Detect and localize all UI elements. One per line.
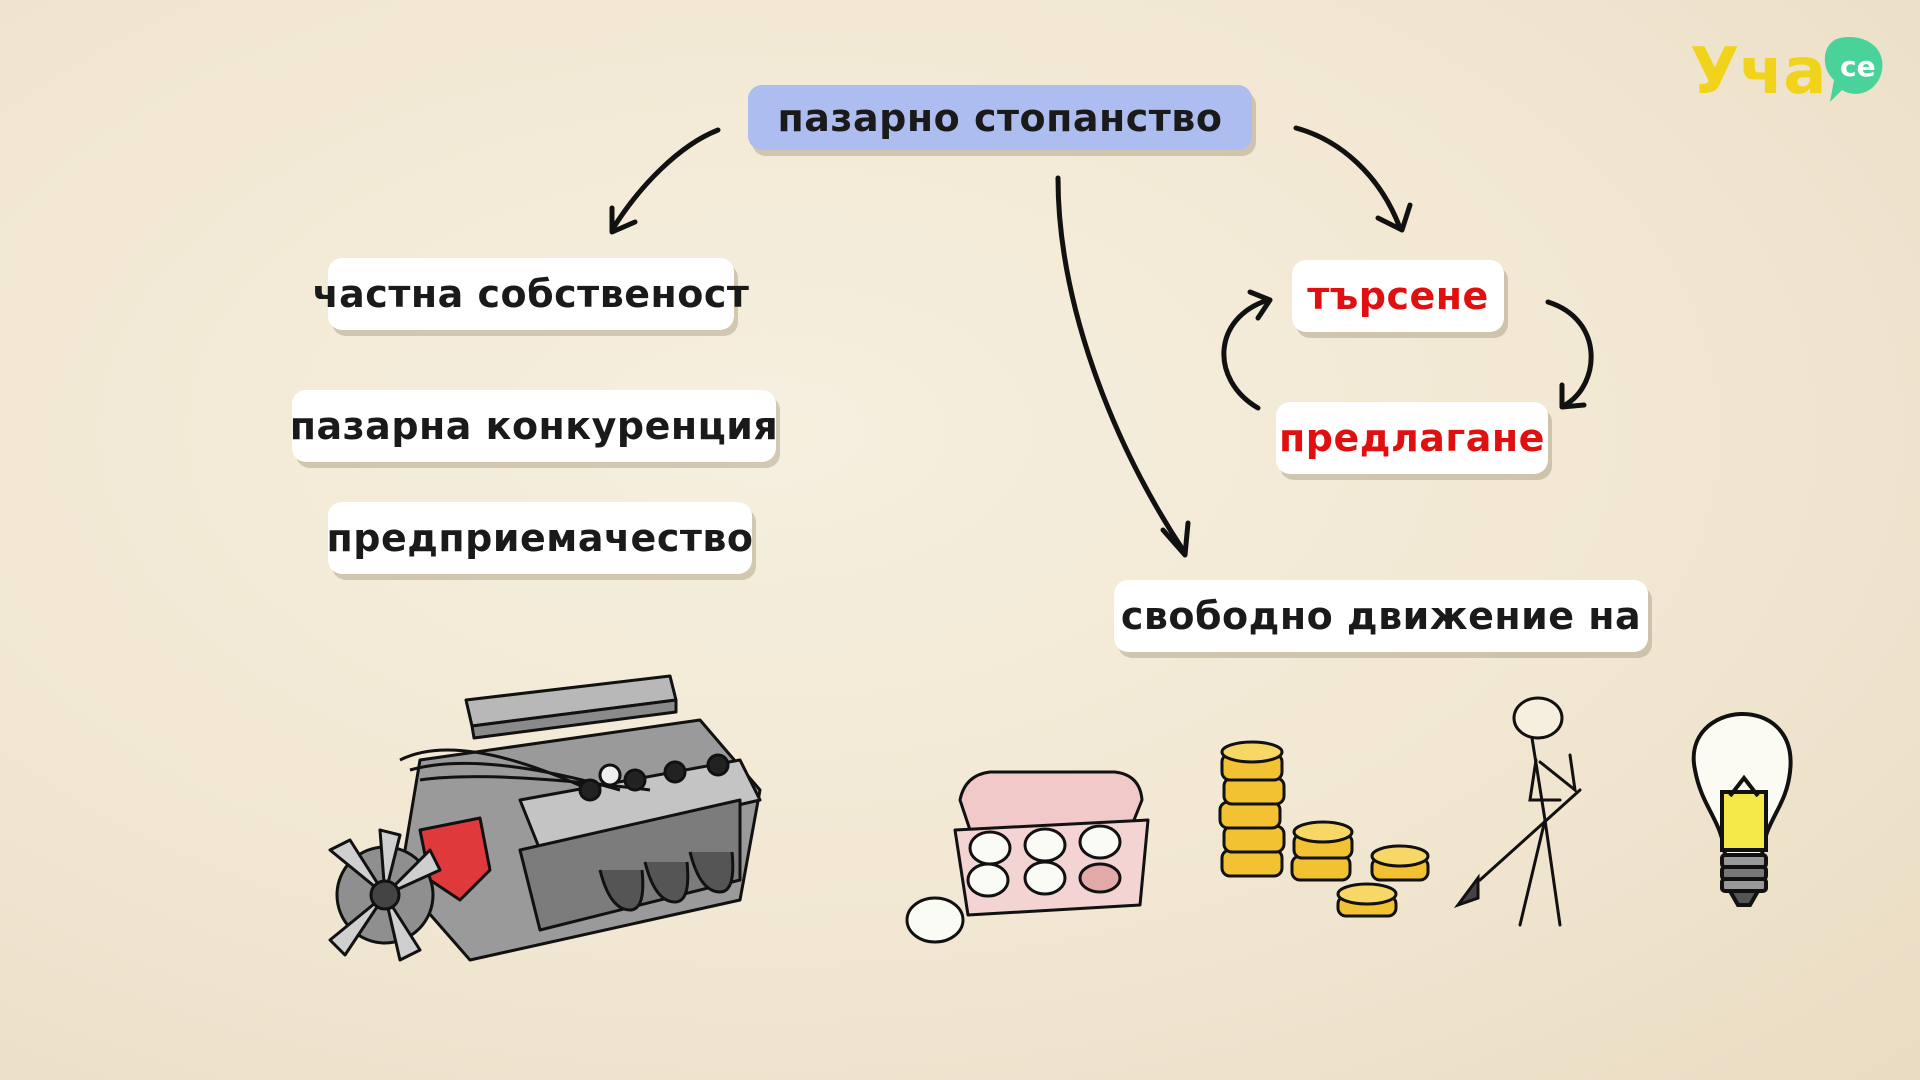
coins-icon	[1218, 740, 1430, 918]
node-demand: търсене	[1292, 260, 1504, 332]
arrow-root-right	[1293, 125, 1403, 231]
cycle-arrow-left-head	[1247, 289, 1273, 321]
arrow-root-left-head	[609, 205, 638, 235]
cycle-arrow-left	[1221, 297, 1271, 411]
egg-carton-icon	[905, 770, 1150, 944]
cycle-arrow-right	[1545, 299, 1594, 408]
node-private-property: частна собственост	[313, 258, 749, 330]
arrow-root-left	[609, 127, 721, 233]
logo: Уча се	[1690, 28, 1890, 108]
node-entrepreneurship: предприемачество	[326, 502, 753, 574]
logo-text: Уча	[1690, 35, 1826, 108]
arrow-root-right-head	[1375, 202, 1413, 233]
svg-text:се: се	[1840, 50, 1876, 83]
node-supply: предлагане	[1276, 402, 1548, 474]
node-free-movement: свободно движение на	[1114, 580, 1648, 652]
arrow-root-down-head	[1160, 520, 1191, 558]
worker-with-shovel-icon	[1453, 696, 1582, 927]
node-market-competition: пазарна конкуренция	[290, 390, 778, 462]
engine-icon	[328, 674, 762, 962]
logo-badge: се	[1824, 37, 1883, 102]
root-node: пазарно стопанство	[748, 85, 1252, 150]
lightbulb-icon	[1691, 712, 1793, 907]
cycle-arrow-right-head	[1559, 382, 1587, 410]
arrow-root-down	[1055, 175, 1188, 556]
